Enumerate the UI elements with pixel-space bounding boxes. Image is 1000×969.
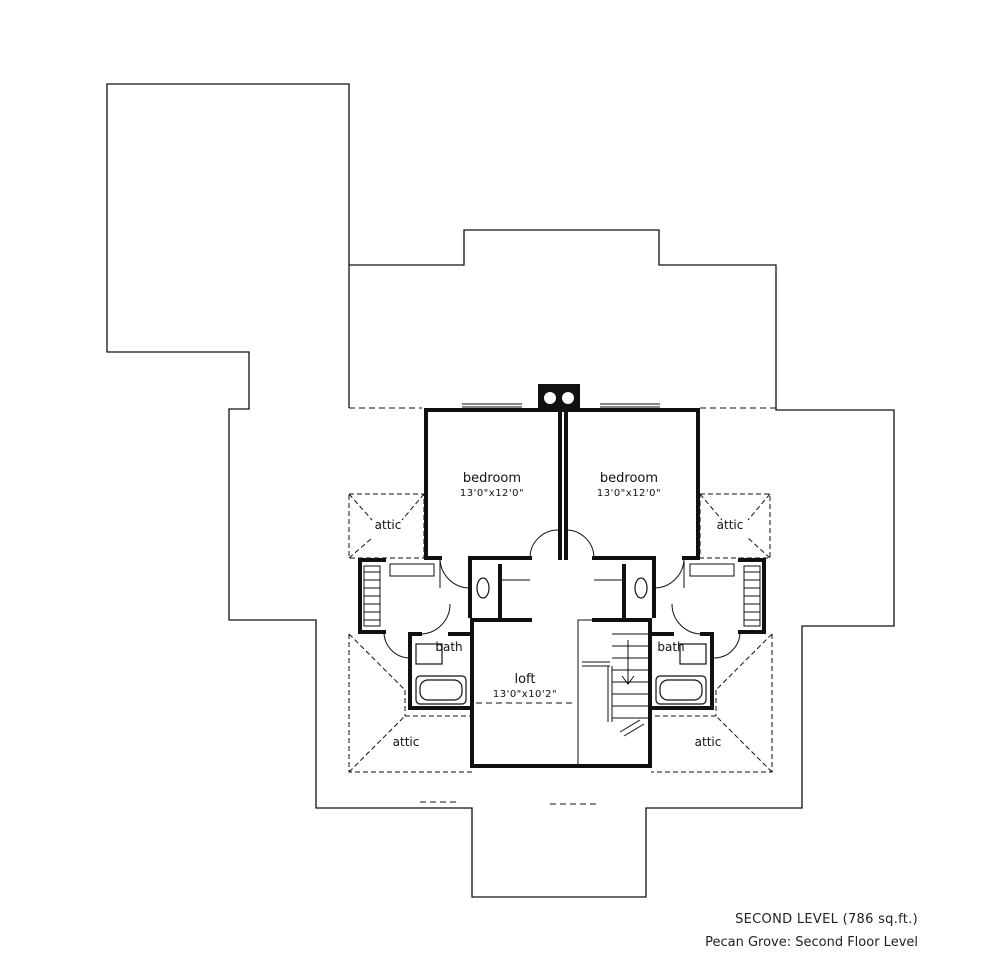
bath-left-label: bath (435, 640, 462, 654)
loft-dims: 13'0"x10'2" (493, 689, 557, 700)
loft-name: loft (514, 672, 535, 687)
roof-dashes (348, 265, 777, 805)
attic-bottom-left-label: attic (393, 735, 420, 749)
top-windows (462, 403, 660, 408)
plan-caption-level: SECOND LEVEL (786 sq.ft.) (735, 912, 918, 927)
attic-top-right-label: attic (717, 518, 744, 532)
roof-outline (106, 83, 895, 898)
attic-areas (348, 493, 773, 773)
bath-right-label: bath (657, 640, 684, 654)
chimney (538, 384, 580, 412)
stair (577, 619, 651, 767)
bath-fixtures (415, 577, 707, 705)
bedroom-left-name: bedroom (463, 471, 521, 486)
attic-top-left-label: attic (375, 518, 402, 532)
bedroom-left-dims: 13'0"x12'0" (460, 488, 524, 499)
door-swings (383, 529, 741, 659)
attic-bottom-right-label: attic (695, 735, 722, 749)
bedroom-right-dims: 13'0"x12'0" (597, 488, 661, 499)
closet-shelving (363, 563, 761, 627)
bedroom-right-name: bedroom (600, 471, 658, 486)
plan-caption-subtitle: Pecan Grove: Second Floor Level (705, 935, 918, 950)
walls (358, 408, 766, 768)
